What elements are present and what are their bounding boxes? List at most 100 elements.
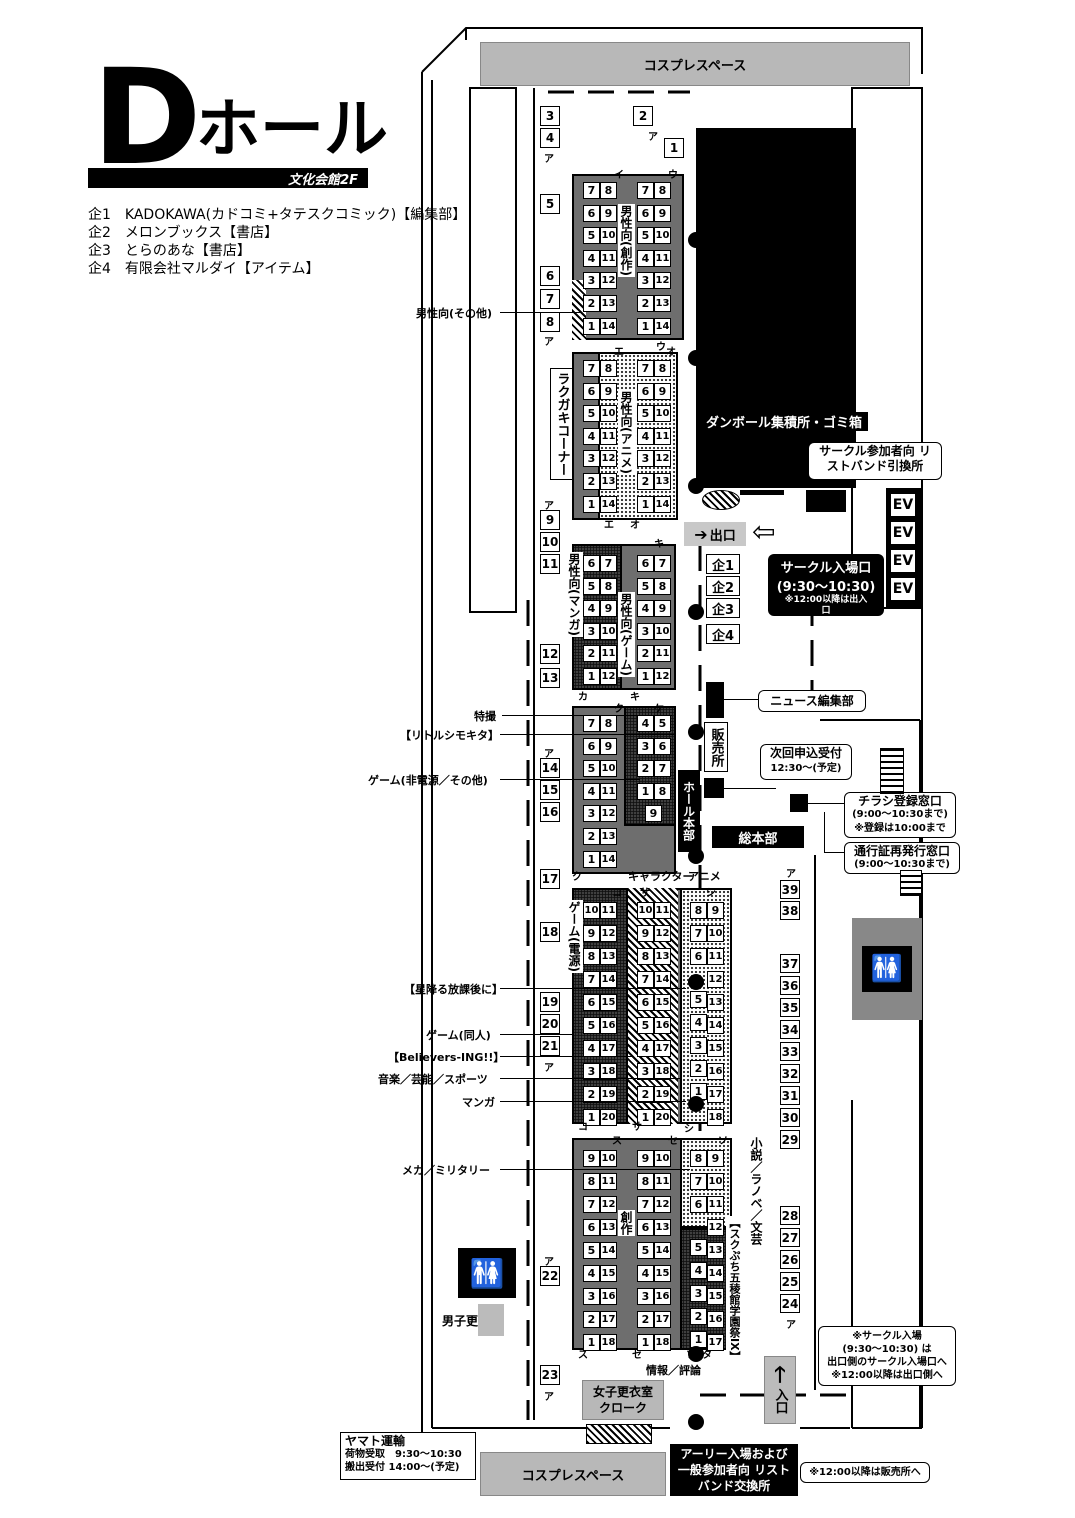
genre-game-denshi: ゲーム(電源) xyxy=(566,900,583,973)
wall-number: 4 xyxy=(540,128,560,148)
stairs-icon xyxy=(880,748,904,794)
booth-cell: 17 xyxy=(707,1334,724,1351)
genre-sukupuchi: 【スクぷち五稜館学園祭IX】 xyxy=(726,1216,742,1363)
leader-line xyxy=(724,699,760,700)
after12-note: ※12:00以降は販売所へ xyxy=(800,1462,930,1483)
booth-cell: 15 xyxy=(600,994,617,1011)
booth-cell: 2 xyxy=(583,473,600,490)
chirashi-reg-time: (9:00〜10:30まで) xyxy=(852,809,948,820)
chirashi-reg-note: ※登録は10:00まで xyxy=(854,823,946,834)
restroom-icon: 🚻 xyxy=(862,946,912,992)
booth-cell: 10 xyxy=(654,622,671,640)
booth-cell: 7 xyxy=(583,971,600,988)
booth-cell: 2 xyxy=(637,1086,654,1103)
booth-cell: 6 xyxy=(637,994,654,1011)
callout-hoshi: 【星降る放課後に】 xyxy=(404,983,503,996)
booth-cell: 7 xyxy=(583,182,600,199)
booth-cell: 13 xyxy=(654,473,671,490)
cosplay-space-bottom: コスプレスペース xyxy=(480,1452,666,1496)
callout-tokusatsu: 特撮 xyxy=(474,710,496,723)
booth-cell: 14 xyxy=(707,1265,724,1282)
booth-cell: 1 xyxy=(637,1334,654,1351)
booth-cell: 5 xyxy=(583,227,600,245)
booth-cell: 2 xyxy=(637,473,654,490)
booth-cell: 1 xyxy=(583,317,600,335)
leader-line xyxy=(500,312,580,313)
leader-line xyxy=(500,1034,572,1035)
wall-number: 36 xyxy=(780,976,800,995)
wall-number: 24 xyxy=(780,1294,800,1313)
booth-cell: 13 xyxy=(707,1242,724,1259)
booth-cell: 20 xyxy=(600,1109,617,1126)
booth-cell: 7 xyxy=(583,715,600,732)
pass-reissue-title: 通行証再発行窓口 xyxy=(853,844,950,858)
chirashi-news-label: チラシ・ニュース置き場 xyxy=(726,466,796,489)
booth-cell: 4 xyxy=(637,249,654,267)
booth-cell: 11 xyxy=(707,1196,724,1213)
kikaku-booth: 企3 xyxy=(706,598,740,618)
circle-entry-title: サークル入場口 xyxy=(780,561,872,576)
floor-bar: 文化会館2F xyxy=(88,168,368,188)
booth-cell: 14 xyxy=(600,317,617,335)
island-letter: キ xyxy=(630,692,640,703)
booth-cell: 1 xyxy=(583,1334,600,1351)
booth-cell: 3 xyxy=(690,1037,707,1054)
booth-cell: 7 xyxy=(583,360,600,377)
booth-cell: 4 xyxy=(583,1265,600,1282)
chirashi-desk xyxy=(790,794,808,812)
circle-entry: サークル入場口 (9:30〜10:30) ※12:00以降は出入口 xyxy=(768,554,884,616)
booth-cell: 4 xyxy=(583,427,600,445)
wall-number: 26 xyxy=(780,1250,800,1269)
leader-line xyxy=(500,1101,686,1102)
kikaku-booth: 企2 xyxy=(706,576,740,596)
elevator: EV xyxy=(890,521,916,545)
booth-cell: 7 xyxy=(637,360,654,377)
circle-entry-time: (9:30〜10:30) xyxy=(776,580,876,595)
booth-cell: 10 xyxy=(654,1150,671,1167)
island-letter: シ xyxy=(684,1124,694,1135)
genre-anime: アニメ xyxy=(688,870,721,883)
wall-number: 30 xyxy=(780,1108,800,1127)
wall-number: 17 xyxy=(540,869,560,889)
booth-cell: 6 xyxy=(583,1219,600,1236)
wall-number: 32 xyxy=(780,1064,800,1083)
booth-cell: 3 xyxy=(583,622,600,640)
booth-cell: 13 xyxy=(600,295,617,312)
wristband-circle-label: サークル参加者向 リストバンド引換所 xyxy=(808,442,942,480)
genre-male-manga: 男性向(マンガ) xyxy=(566,552,583,637)
news-edit-label: ニュース編集部 xyxy=(758,690,866,712)
booth-cell: 12 xyxy=(654,925,671,942)
hall-hq-label: ホール本部 xyxy=(681,781,696,841)
booth-cell: 6 xyxy=(583,994,600,1011)
booth-cell: 8 xyxy=(654,577,671,595)
booth-cell: 5 xyxy=(637,227,654,245)
booth-cell: 14 xyxy=(707,1017,724,1034)
booth-cell: 17 xyxy=(600,1040,617,1057)
wall-number: 19 xyxy=(540,992,560,1012)
booth-cell: 6 xyxy=(637,382,654,400)
booth-cell: 7 xyxy=(690,925,707,942)
booth-cell: 1 xyxy=(583,495,600,513)
news-edit-desk xyxy=(706,682,724,718)
booth-cell: 4 xyxy=(583,1040,600,1057)
island-letter: エ xyxy=(614,347,624,358)
early-entry-exchange: アーリー入場および一般参加者向 リストバンド交換所 xyxy=(670,1444,798,1496)
island-letter: タ xyxy=(702,1350,712,1361)
yamato-info: ヤマト運輸 荷物受取 9:30〜10:30 搬出受付 14:00〜(予定) xyxy=(340,1432,476,1480)
booth-cell: 2 xyxy=(583,295,600,312)
booth-cell: 8 xyxy=(600,182,617,199)
pillar xyxy=(688,478,704,494)
booth-cell: 8 xyxy=(654,782,671,800)
wall-number: 2 xyxy=(633,106,653,126)
booth-cell: 2 xyxy=(637,645,654,663)
booth-cell: 2 xyxy=(583,1086,600,1103)
booth-cell: 12 xyxy=(654,272,671,290)
next-app-title: 次回申込受付 xyxy=(769,746,842,760)
wall-number: 8 xyxy=(540,312,560,332)
booth-cell: 12 xyxy=(654,450,671,468)
aisle-mark: ア xyxy=(786,1320,796,1331)
island-male-other-hatch xyxy=(572,280,586,340)
island-letter: コ xyxy=(612,888,622,899)
booth-cell: 5 xyxy=(637,577,654,595)
wall-number: 28 xyxy=(780,1206,800,1225)
